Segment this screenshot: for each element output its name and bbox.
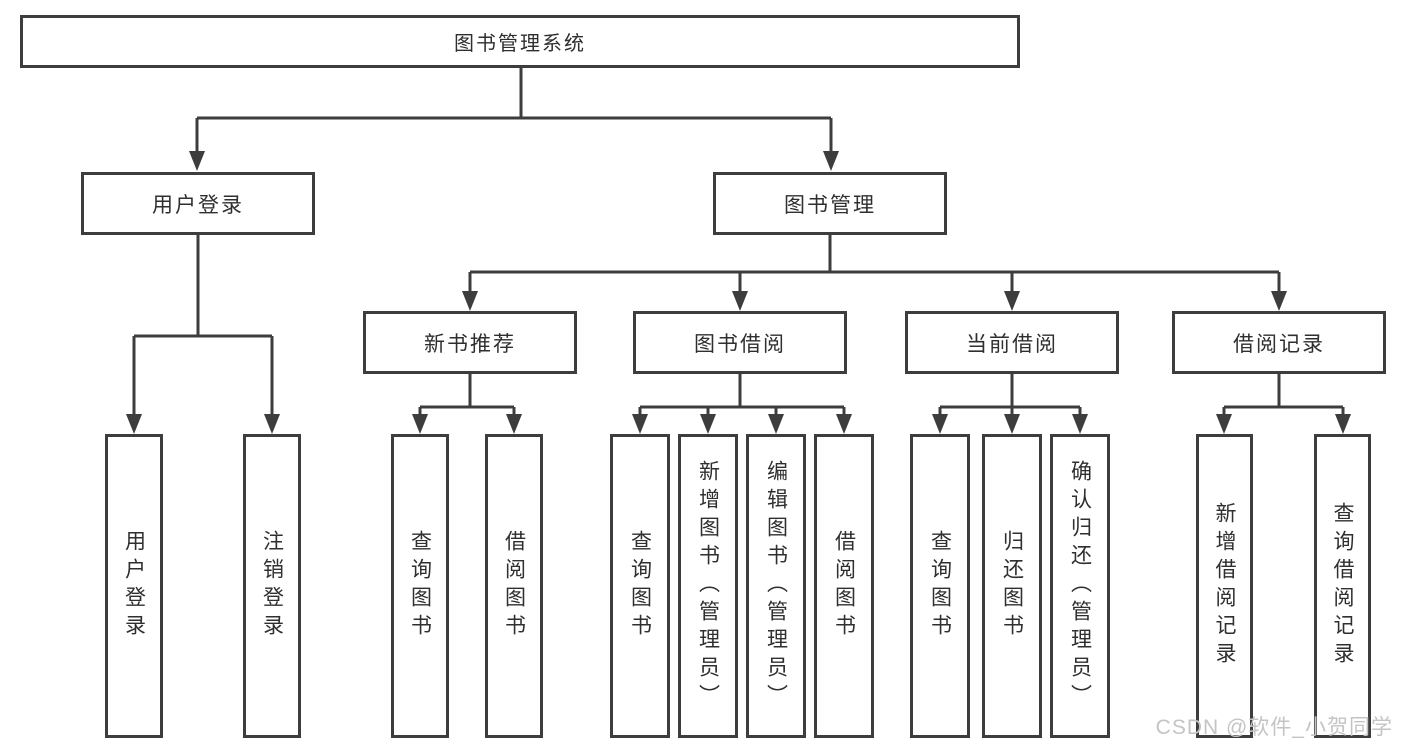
leaf-query-books-newbooks-label: 查询图书 [408,530,432,642]
leaf-add-borrow-record-label: 新增借阅记录 [1213,502,1236,670]
leaf-add-book-admin: 新增图书（管理员） [678,434,738,738]
leaf-confirm-return-admin: 确认归还（管理员） [1050,434,1110,738]
node-library-system: 图书管理系统 [20,15,1020,68]
node-new-book-recommend: 新书推荐 [363,311,577,374]
node-user-login: 用户登录 [81,172,315,235]
leaf-logout-login: 注销登录 [243,434,301,738]
leaf-borrow-books-borrow: 借阅图书 [814,434,874,738]
leaf-borrow-books-newbooks: 借阅图书 [485,434,543,738]
leaf-query-books-borrow-label: 查询图书 [628,530,652,642]
leaf-return-book: 归还图书 [982,434,1042,738]
csdn-watermark: CSDN @软件_小贺同学 [1155,716,1393,739]
node-book-management-label: 图书管理 [784,193,876,217]
node-new-book-recommend-label: 新书推荐 [424,332,516,356]
leaf-add-borrow-record: 新增借阅记录 [1196,434,1253,738]
leaf-query-books-borrow: 查询图书 [610,434,670,738]
leaf-edit-book-admin-label: 编辑图书（管理员） [764,460,788,712]
node-current-borrowing-label: 当前借阅 [966,332,1058,356]
node-borrowing-records-label: 借阅记录 [1233,332,1325,356]
leaf-query-borrow-record-label: 查询借阅记录 [1331,502,1354,670]
node-book-borrowing-label: 图书借阅 [694,332,786,356]
leaf-user-login: 用户登录 [105,434,163,738]
leaf-return-book-label: 归还图书 [1000,530,1024,642]
leaf-query-borrow-record: 查询借阅记录 [1314,434,1371,738]
leaf-confirm-return-admin-label: 确认归还（管理员） [1068,460,1092,712]
leaf-borrow-books-borrow-label: 借阅图书 [832,530,856,642]
leaf-user-login-label: 用户登录 [122,530,146,642]
node-user-login-label: 用户登录 [152,193,244,217]
node-current-borrowing: 当前借阅 [905,311,1119,374]
leaf-logout-login-label: 注销登录 [260,530,284,642]
leaf-edit-book-admin: 编辑图书（管理员） [746,434,806,738]
node-library-system-label: 图书管理系统 [454,33,586,55]
leaf-query-books-current: 查询图书 [910,434,970,738]
node-book-borrowing: 图书借阅 [633,311,847,374]
leaf-add-book-admin-label: 新增图书（管理员） [696,460,720,712]
leaf-borrow-books-newbooks-label: 借阅图书 [502,530,526,642]
node-book-management: 图书管理 [713,172,947,235]
leaf-query-books-newbooks: 查询图书 [391,434,449,738]
leaf-query-books-current-label: 查询图书 [928,530,952,642]
node-borrowing-records: 借阅记录 [1172,311,1386,374]
